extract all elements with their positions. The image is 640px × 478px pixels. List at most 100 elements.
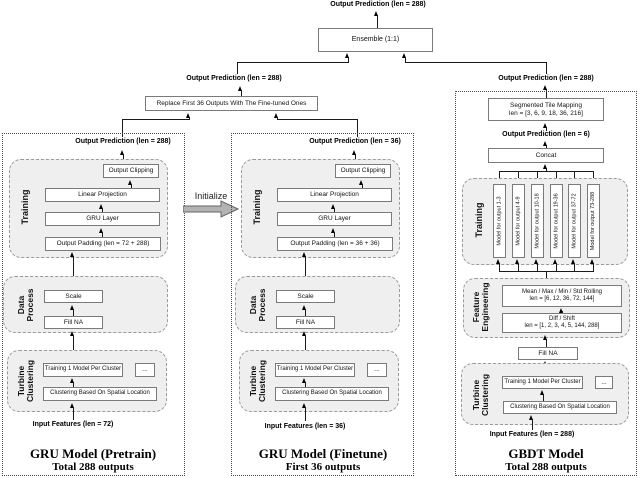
pretrain-clustering-box: Clustering Based On Spatial Location — [43, 387, 157, 401]
arrow-head — [352, 150, 356, 155]
gbdt-training-section — [462, 178, 628, 265]
flow-arrow — [73, 335, 74, 363]
gbdt-model-label: Model for output 19-36 — [553, 193, 560, 249]
gbdt-training-label: Training — [474, 202, 485, 238]
initialize-arrow-icon — [183, 200, 239, 218]
finetune-scale-box: Scale — [276, 290, 335, 303]
pretrain-turbine-label: Turbine Clustering — [15, 359, 35, 403]
gbdt-fillna-box: Fill NA — [518, 347, 578, 360]
finetune-train1-box: Training 1 Model Per Cluster — [275, 363, 355, 377]
flow-arrow — [131, 184, 132, 188]
flow-arrow — [189, 117, 190, 120]
arrow-head — [99, 228, 103, 233]
flow-arrow — [546, 145, 547, 148]
flow-arrow — [237, 62, 238, 74]
arrow-head — [402, 53, 406, 58]
arrow-head — [331, 204, 335, 209]
pretrain-output-padding-box: Output Padding (len = 72 + 288) — [45, 237, 161, 251]
gru-pretrain-container — [2, 133, 185, 476]
arrow-head — [274, 113, 278, 118]
flow-arrow — [73, 309, 74, 316]
gbdt-model-box: Model for output 73-288 — [587, 184, 600, 258]
arrow-head — [302, 378, 306, 383]
gbdt-diff-shift-box: Diff / Shift len = [1, 2, 3, 4, 5, 144, … — [502, 313, 622, 333]
arrow-head — [553, 259, 557, 264]
arrow-head — [302, 331, 306, 336]
gbdt-clustering-box: Clustering Based On Spatial Location — [503, 401, 617, 414]
pretrain-turbine-section — [7, 350, 167, 412]
arrow-head — [543, 123, 547, 128]
gbdt-model-label: Model for output 10-18 — [534, 193, 541, 249]
arrow-head — [590, 259, 594, 264]
finetune-gru-layer-box: GRU Layer — [277, 212, 392, 226]
finetune-data-process-label: Data Process — [247, 288, 267, 322]
pretrain-scale-box: Scale — [44, 290, 103, 303]
gbdt-turbine-section — [461, 363, 629, 425]
flow-arrow — [357, 119, 358, 137]
gbdt-subtitle: Total 288 outputs — [505, 461, 587, 473]
arrow-head — [540, 390, 544, 395]
flow-arrow — [362, 184, 363, 188]
flow-arrow — [556, 263, 557, 271]
flow-arrow — [518, 171, 519, 184]
flow-arrow — [122, 119, 190, 120]
gbdt-output-label: Output Prediction (len = 288) — [498, 75, 594, 82]
gbdt-model-box: Model for output 1-3 — [493, 184, 506, 258]
arrow-head — [515, 259, 519, 264]
arrow-head — [70, 305, 74, 310]
flow-arrow — [348, 57, 349, 62]
arrow-head — [186, 113, 190, 118]
arrow-head — [543, 335, 547, 340]
pretrain-train1-box: Training 1 Model Per Cluster — [43, 363, 123, 377]
arrow-head — [496, 259, 500, 264]
gbdt-train1-box: Training 1 Model Per Cluster — [502, 376, 583, 389]
ensemble-box: Ensemble (1:1) — [318, 28, 433, 52]
finetune-clustering-box: Clustering Based On Spatial Location — [275, 387, 389, 401]
arrow-head — [345, 53, 349, 58]
flow-arrow — [546, 339, 547, 347]
arrow-head — [120, 150, 124, 155]
arrow-head — [70, 403, 74, 408]
arrow-head — [70, 331, 74, 336]
finetune-output-padding-box: Output Padding (len = 36 + 36) — [277, 237, 393, 251]
finetune-title: GRU Model (Finetune) — [258, 446, 388, 461]
arrow-head — [331, 228, 335, 233]
flow-arrow — [73, 407, 74, 420]
flow-arrow — [499, 263, 500, 271]
flow-arrow — [102, 232, 103, 237]
arrow-head — [70, 378, 74, 383]
pretrain-subtitle: Total 288 outputs — [52, 461, 134, 473]
arrow-head — [543, 85, 547, 90]
flow-arrow — [546, 89, 547, 98]
pretrain-output-clipping-box: Output Clipping — [103, 164, 159, 178]
flow-arrow — [277, 117, 278, 120]
finetune-output-label: Output Prediction (len = 36) — [309, 138, 401, 145]
gbdt-model-box: Model for output 10-18 — [531, 184, 544, 258]
gbdt-model-box: Model for output 37-72 — [568, 184, 581, 258]
flow-arrow — [532, 419, 533, 430]
pretrain-dots-box: ... — [135, 363, 155, 377]
pretrain-input-label: Input Features (len = 72) — [32, 421, 114, 428]
initialize-label: Initialize — [194, 191, 228, 201]
arrow-head — [70, 252, 74, 257]
pretrain-fillna-box: Fill NA — [44, 316, 103, 329]
flow-arrow — [405, 57, 406, 62]
flow-arrow — [305, 382, 306, 387]
flow-arrow — [102, 208, 103, 212]
pretrain-linear-projection-box: Linear Projection — [45, 188, 160, 202]
gbdt-title: GBDT Model — [508, 446, 584, 461]
arrow-head — [302, 252, 306, 257]
gbdt-model-box: Model for output 4-9 — [512, 184, 525, 258]
flow-arrow — [305, 407, 306, 421]
flow-arrow — [546, 62, 547, 74]
flow-arrow — [574, 263, 575, 271]
finetune-linear-projection-box: Linear Projection — [277, 188, 392, 202]
finetune-input-label: Input Features (len = 36) — [264, 423, 346, 430]
flow-bus — [499, 171, 594, 172]
flow-arrow — [546, 127, 547, 131]
flow-arrow — [73, 256, 74, 290]
arrow-head — [128, 180, 132, 185]
finetune-dots-box: ... — [367, 363, 387, 377]
pretrain-training-label: Training — [20, 189, 31, 225]
flow-arrow — [518, 263, 519, 271]
